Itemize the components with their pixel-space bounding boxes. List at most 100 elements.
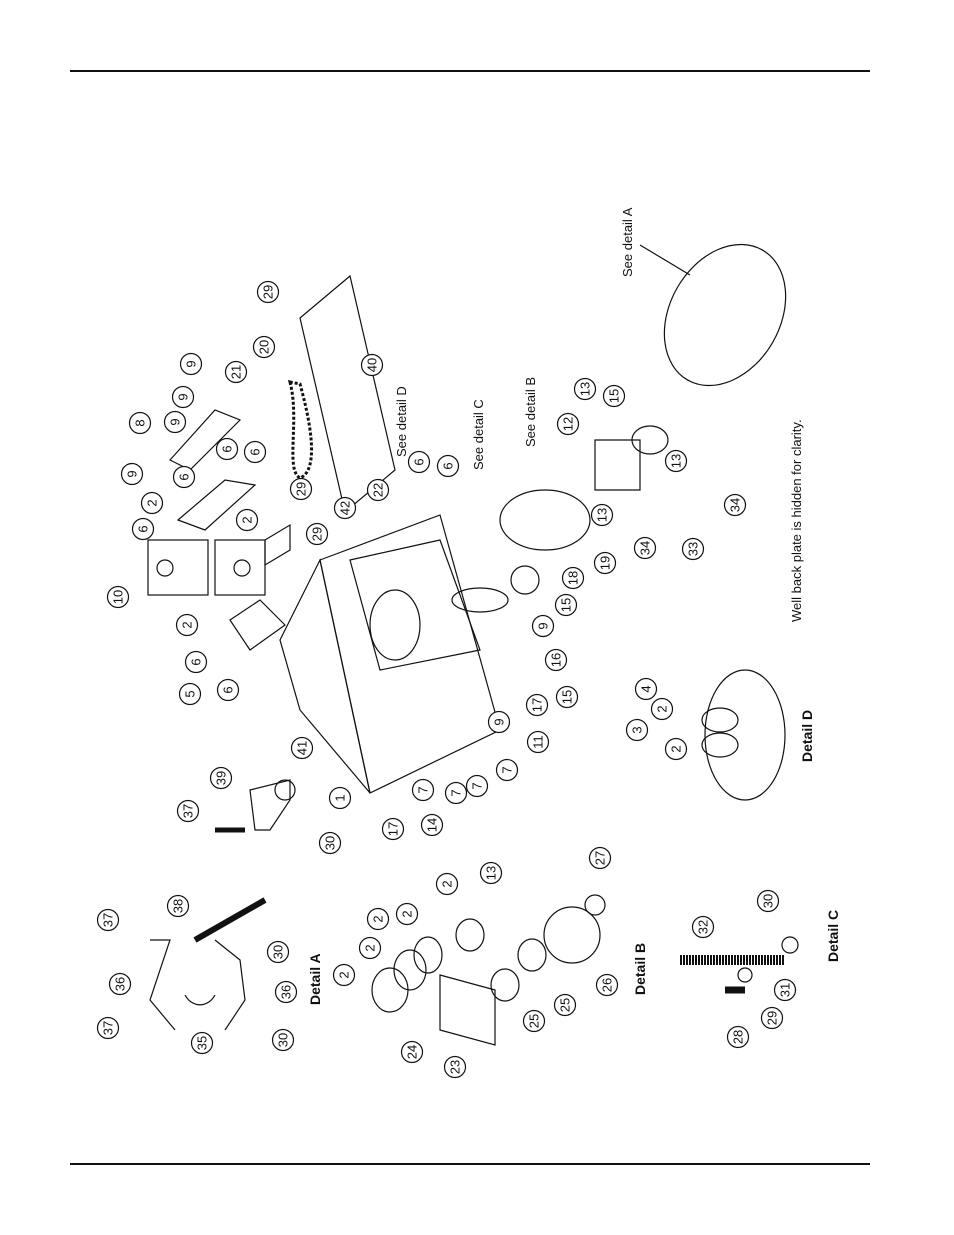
link-part: [249, 779, 291, 831]
callout-number: 7: [449, 789, 464, 796]
callout-22: 22: [366, 478, 390, 502]
callout-6: 6: [184, 650, 208, 674]
callout-circle: [633, 536, 657, 560]
callout-2: 2: [235, 508, 259, 532]
gearbox-lower-part: [214, 539, 266, 596]
callout-number: 25: [527, 1014, 542, 1028]
link-eye-part: [274, 779, 296, 801]
callout-6: 6: [216, 678, 240, 702]
callout-circle: [163, 410, 187, 434]
callout-number: 7: [470, 782, 485, 789]
callout-number: 28: [731, 1030, 746, 1044]
callout-circle: [436, 454, 460, 478]
callout-42: 42: [333, 496, 357, 520]
callout-number: 2: [180, 621, 195, 628]
callout-40: 40: [360, 353, 384, 377]
callout-6: 6: [436, 454, 460, 478]
callout-2: 2: [140, 491, 164, 515]
bracket-plate-part: [439, 974, 496, 1046]
detail-a-bracket-part: [214, 939, 246, 1031]
callout-circle: [595, 973, 619, 997]
callout-30: 30: [271, 1028, 295, 1052]
callout-29: 29: [760, 1006, 784, 1030]
callout-circle: [289, 477, 313, 501]
callout-circle: [588, 846, 612, 870]
callout-circle: [443, 1055, 467, 1079]
nut-part: [584, 894, 606, 916]
callout-circle: [634, 677, 658, 701]
callout-15: 15: [555, 685, 579, 709]
detail-b-title: Detail B: [632, 943, 648, 995]
callout-4: 4: [634, 677, 658, 701]
callout-number: 9: [536, 622, 551, 629]
callout-circle: [216, 678, 240, 702]
callout-25: 25: [553, 993, 577, 1017]
callout-number: 22: [371, 483, 386, 497]
callout-2: 2: [395, 902, 419, 926]
callout-circle: [407, 450, 431, 474]
gearbox-hole-part: [233, 559, 251, 577]
callout-circle: [178, 682, 202, 706]
header-rule: [70, 70, 870, 72]
callout-29: 29: [305, 522, 329, 546]
callout-number: 38: [171, 899, 186, 913]
nut-part: [737, 967, 753, 983]
callout-number: 18: [566, 571, 581, 585]
callout-number: 21: [229, 365, 244, 379]
callout-number: 6: [412, 458, 427, 465]
callout-number: 37: [101, 913, 116, 927]
callout-20: 20: [252, 335, 276, 359]
callout-circle: [358, 936, 382, 960]
callout-number: 37: [101, 1021, 116, 1035]
callout-circle: [681, 537, 705, 561]
callout-33: 33: [681, 537, 705, 561]
well-housing-part: [319, 514, 501, 794]
callout-circle: [252, 335, 276, 359]
callout-21: 21: [224, 360, 248, 384]
detail-a-leader: [639, 244, 691, 276]
callout-circle: [305, 522, 329, 546]
callout-2: 2: [332, 963, 356, 987]
washer-part: [371, 967, 409, 1013]
callout-6: 6: [215, 437, 239, 461]
gearbox-hole-part: [156, 559, 174, 577]
callout-7: 7: [444, 781, 468, 805]
callout-circle: [175, 613, 199, 637]
callout-number: 2: [240, 516, 255, 523]
callout-circle: [726, 1025, 750, 1049]
callout-34: 34: [723, 493, 747, 517]
callout-number: 2: [440, 880, 455, 887]
callout-circle: [561, 566, 585, 590]
callout-11: 11: [526, 730, 550, 754]
callout-number: 42: [338, 501, 353, 515]
callout-7: 7: [411, 778, 435, 802]
callout-circle: [106, 585, 130, 609]
callout-41: 41: [290, 736, 314, 760]
callout-2: 2: [366, 907, 390, 931]
callout-number: 34: [638, 541, 653, 555]
sprocket-part: [510, 565, 540, 595]
callout-number: 26: [600, 978, 615, 992]
detail-d-ellipse: [704, 669, 786, 801]
detail-a-ellipse: [663, 243, 787, 387]
callout-circle: [184, 650, 208, 674]
detail-d-title: Detail D: [799, 710, 815, 762]
callout-number: 6: [221, 686, 236, 693]
callout-circle: [723, 493, 747, 517]
callout-number: 13: [595, 508, 610, 522]
callout-circle: [256, 280, 280, 304]
callout-circle: [400, 1040, 424, 1064]
callout-number: 16: [549, 653, 564, 667]
callout-number: 7: [500, 766, 515, 773]
callout-number: 15: [560, 690, 575, 704]
callout-circle: [756, 889, 780, 913]
callout-circle: [664, 449, 688, 473]
callout-circle: [555, 685, 579, 709]
callout-37: 37: [96, 1016, 120, 1040]
callout-circle: [96, 908, 120, 932]
callout-9: 9: [531, 614, 555, 638]
callout-circle: [176, 799, 200, 823]
callout-25: 25: [522, 1009, 546, 1033]
callout-circle: [526, 730, 550, 754]
